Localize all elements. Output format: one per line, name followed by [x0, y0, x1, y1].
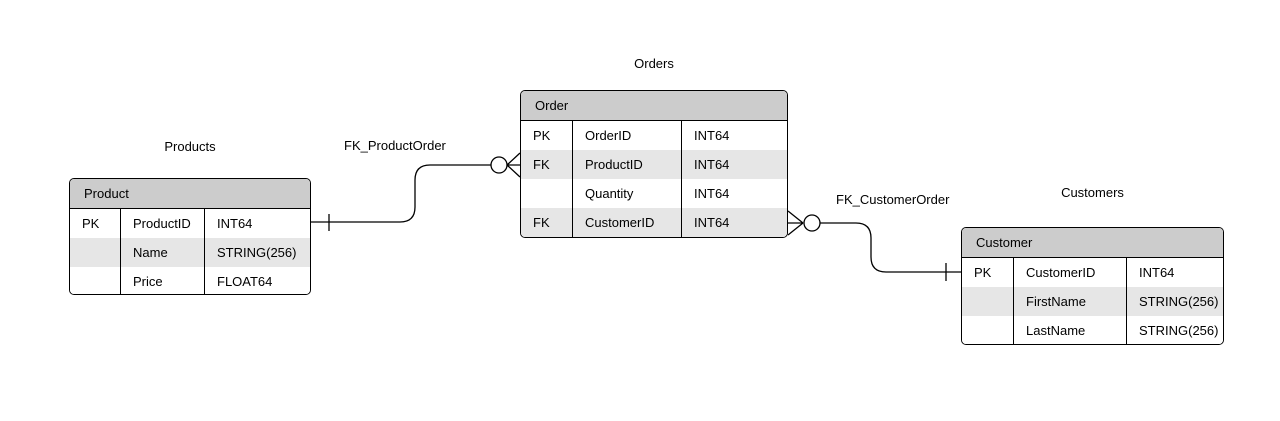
row-column-name: ProductID [121, 209, 205, 238]
row-column-type: STRING(256) [1139, 323, 1219, 338]
row-column-type: INT64 [694, 128, 730, 143]
row-column-type: STRING(256) [1139, 294, 1219, 309]
row-column-name: CustomerID [573, 208, 682, 237]
row-column-name: OrderID [573, 121, 682, 150]
fk-product-order-path [311, 165, 491, 222]
table-row[interactable]: PK CustomerID INT64 [962, 258, 1223, 287]
relationship-label-fk-product-order: FK_ProductOrder [344, 138, 446, 153]
relationship-fk-customer-order [788, 211, 961, 281]
table-row[interactable]: Quantity INT64 [521, 179, 787, 208]
entity-table-order[interactable]: Order PK OrderID INT64 FK ProductID INT6… [520, 90, 788, 238]
fk-customer-order-path [820, 223, 961, 272]
row-key-flag [70, 238, 121, 267]
row-column-name: ProductID [573, 150, 682, 179]
entity-caption-customers: Customers [1061, 185, 1124, 200]
fk-customer-order-crowsfoot [788, 211, 803, 235]
table-row[interactable]: FK ProductID INT64 [521, 150, 787, 179]
row-key-flag: PK [521, 121, 573, 150]
row-column-name: CustomerID [1014, 258, 1127, 287]
row-column-type: INT64 [217, 216, 253, 231]
relationship-label-fk-customer-order: FK_CustomerOrder [836, 192, 950, 207]
table-row[interactable]: Name STRING(256) [70, 238, 310, 267]
table-row[interactable]: Price FLOAT64 [70, 267, 310, 294]
row-key-flag: FK [521, 150, 573, 179]
row-column-name: Price [121, 267, 205, 294]
entity-caption-products: Products [164, 139, 216, 154]
entity-rows-order: PK OrderID INT64 FK ProductID INT64 Quan… [521, 121, 787, 237]
relationship-fk-product-order [311, 153, 520, 231]
row-column-type: INT64 [694, 186, 730, 201]
fk-customer-order-zero-circle [804, 215, 820, 231]
entity-rows-product: PK ProductID INT64 Name STRING(256) Pric… [70, 209, 310, 294]
entity-rows-customer: PK CustomerID INT64 FirstName STRING(256… [962, 258, 1223, 344]
table-row[interactable]: LastName STRING(256) [962, 316, 1223, 344]
row-key-flag [962, 287, 1014, 316]
fk-product-order-zero-circle [491, 157, 507, 173]
row-column-type: FLOAT64 [217, 274, 273, 289]
table-row[interactable]: FirstName STRING(256) [962, 287, 1223, 316]
entity-table-product[interactable]: Product PK ProductID INT64 Name STRING(2… [69, 178, 311, 295]
table-row[interactable]: PK ProductID INT64 [70, 209, 310, 238]
row-key-flag [70, 267, 121, 294]
entity-title-order: Order [521, 91, 787, 121]
row-column-name: Quantity [573, 179, 682, 208]
table-row[interactable]: PK OrderID INT64 [521, 121, 787, 150]
row-key-flag: PK [962, 258, 1014, 287]
entity-table-customer[interactable]: Customer PK CustomerID INT64 FirstName S… [961, 227, 1224, 345]
table-row[interactable]: FK CustomerID INT64 [521, 208, 787, 237]
entity-title-product: Product [70, 179, 310, 209]
entity-title-customer: Customer [962, 228, 1223, 258]
row-column-type: INT64 [1139, 265, 1175, 280]
row-column-type: STRING(256) [217, 245, 297, 260]
row-key-flag [962, 316, 1014, 344]
row-column-name: Name [121, 238, 205, 267]
row-key-flag: FK [521, 208, 573, 237]
entity-caption-orders: Orders [634, 56, 674, 71]
row-key-flag: PK [70, 209, 121, 238]
fk-product-order-crowsfoot [507, 153, 520, 177]
row-column-name: FirstName [1014, 287, 1127, 316]
row-column-type: INT64 [694, 215, 730, 230]
row-column-type: INT64 [694, 157, 730, 172]
row-key-flag [521, 179, 573, 208]
row-column-name: LastName [1014, 316, 1127, 344]
